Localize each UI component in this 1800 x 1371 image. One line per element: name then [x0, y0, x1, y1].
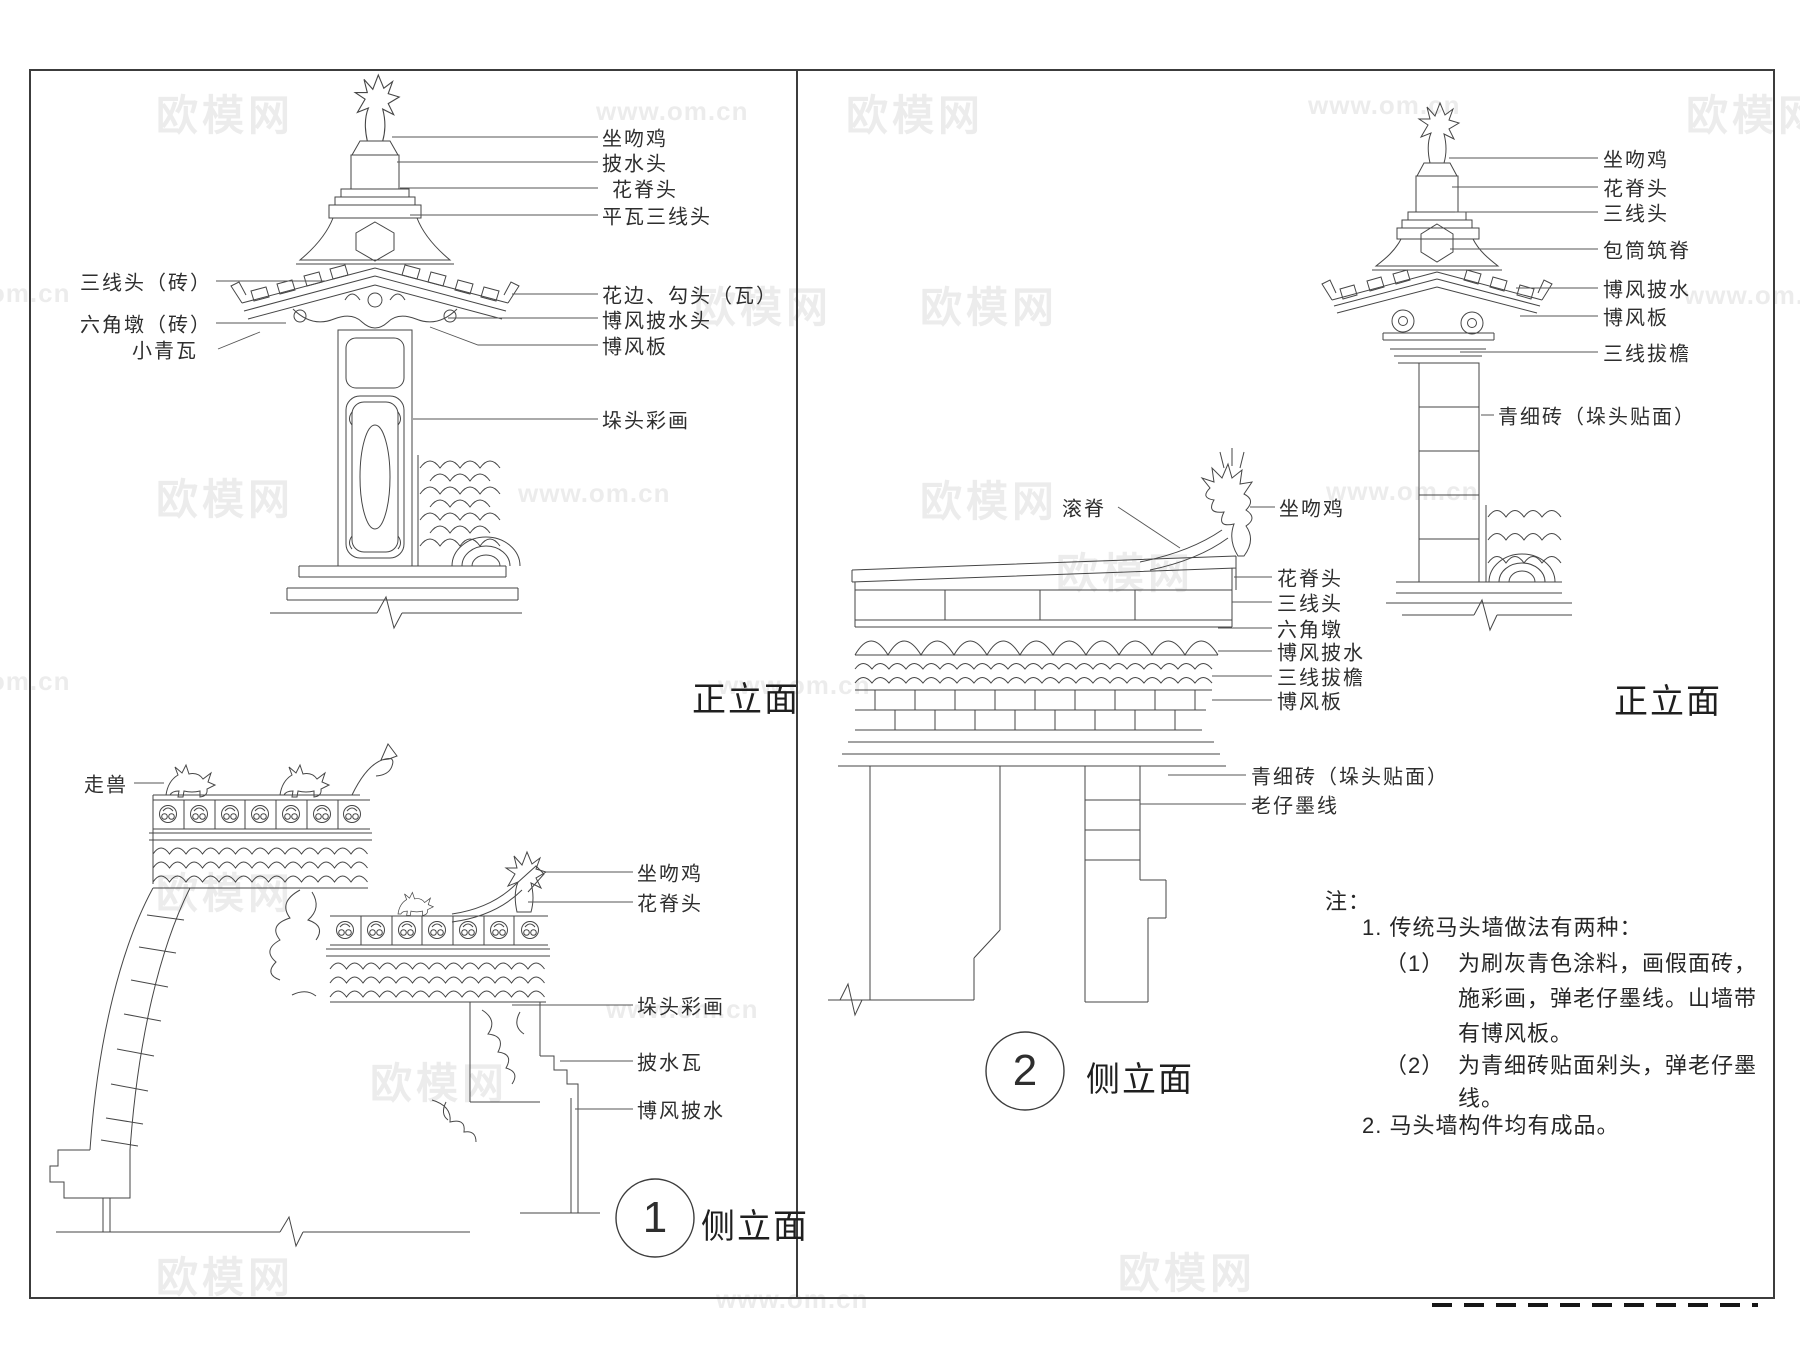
callout-label: 花脊头 [612, 179, 678, 202]
view-number-circle-1 [615, 1178, 695, 1258]
callout-label: 垛头彩画 [602, 410, 690, 433]
callout-label: 博风披水头 [602, 310, 712, 333]
callout-label: 博风披水 [637, 1100, 725, 1123]
callout-label: 六角墩（砖） [80, 314, 212, 337]
callout-label: 三线头 [1277, 593, 1343, 616]
view-title-side-right: 侧立面 [1086, 1061, 1194, 1099]
view-title-front-right: 正立面 [1614, 683, 1722, 721]
view-title-side-left: 侧立面 [701, 1208, 809, 1246]
callout-label: 坐吻鸡 [1603, 149, 1669, 172]
callout-label: 三线头（砖） [80, 272, 212, 295]
callout-label: 博风披水 [1277, 642, 1365, 665]
view-number-circle-2 [985, 1031, 1065, 1111]
view-title-front-left: 正立面 [692, 681, 800, 719]
view-number: 1 [642, 1193, 668, 1242]
note-line: （2） [1385, 1053, 1445, 1078]
right-side-leader-lines [1117, 506, 1275, 805]
right-front-leader-lines [1449, 157, 1598, 416]
right-side-elevation-drawing [828, 448, 1254, 1017]
callout-label: 披水头 [602, 153, 668, 176]
callout-label: 坐吻鸡 [1279, 498, 1345, 521]
note-line: 施彩画，弹老仔墨线。山墙带 [1458, 986, 1758, 1011]
callout-label: 坐吻鸡 [602, 128, 668, 151]
callout-label: 三线拔檐 [1277, 667, 1365, 690]
note-line: 2. 马头墙构件均有成品。 [1362, 1113, 1620, 1138]
view-number: 2 [1012, 1046, 1038, 1095]
callout-label: 平瓦三线头 [602, 206, 712, 229]
callout-label: 博风板 [1603, 307, 1669, 330]
note-line: 1. 传统马头墙做法有两种： [1362, 915, 1643, 940]
callout-label: 老仔墨线 [1251, 795, 1339, 818]
callout-label: 青细砖（垛头贴面） [1251, 766, 1449, 789]
callout-label: 滚脊 [1062, 498, 1106, 521]
callout-label: 花脊头 [1603, 178, 1669, 201]
callout-label: 青细砖（垛头贴面） [1498, 406, 1696, 429]
left-front-leader-lines [216, 136, 598, 420]
note-line: （1） [1385, 951, 1445, 976]
callout-label: 坐吻鸡 [637, 863, 703, 886]
callout-label: 博风披水 [1603, 279, 1691, 302]
callout-label: 三线头 [1603, 203, 1669, 226]
note-line: 为青细砖贴面剁头，弹老仔墨 [1458, 1053, 1758, 1078]
left-side-elevation-drawing [49, 743, 600, 1248]
callout-label: 三线拔檐 [1603, 343, 1691, 366]
callout-label: 花边、勾头（瓦） [602, 285, 778, 308]
note-line: 为刷灰青色涂料，画假面砖， [1458, 951, 1758, 976]
callout-label: 小青瓦 [132, 340, 198, 363]
callout-label: 包筒筑脊 [1603, 240, 1691, 263]
callout-label: 花脊头 [637, 893, 703, 916]
right-front-elevation-drawing [1321, 102, 1572, 632]
callout-label: 六角墩 [1277, 619, 1343, 642]
callout-label: 花脊头 [1277, 568, 1343, 591]
callout-label: 博风板 [602, 336, 668, 359]
note-line: 有博风板。 [1458, 1021, 1574, 1046]
left-front-elevation-drawing [230, 74, 522, 630]
callout-label: 披水瓦 [637, 1052, 703, 1075]
callout-label: 博风板 [1277, 691, 1343, 714]
note-line: 线。 [1458, 1086, 1505, 1111]
callout-label: 垛头彩画 [637, 996, 725, 1019]
sheet-frame [29, 69, 1775, 1299]
note-heading: 注： [1325, 889, 1372, 914]
callout-label: 走兽 [84, 774, 128, 797]
left-side-leader-lines [134, 782, 633, 1110]
